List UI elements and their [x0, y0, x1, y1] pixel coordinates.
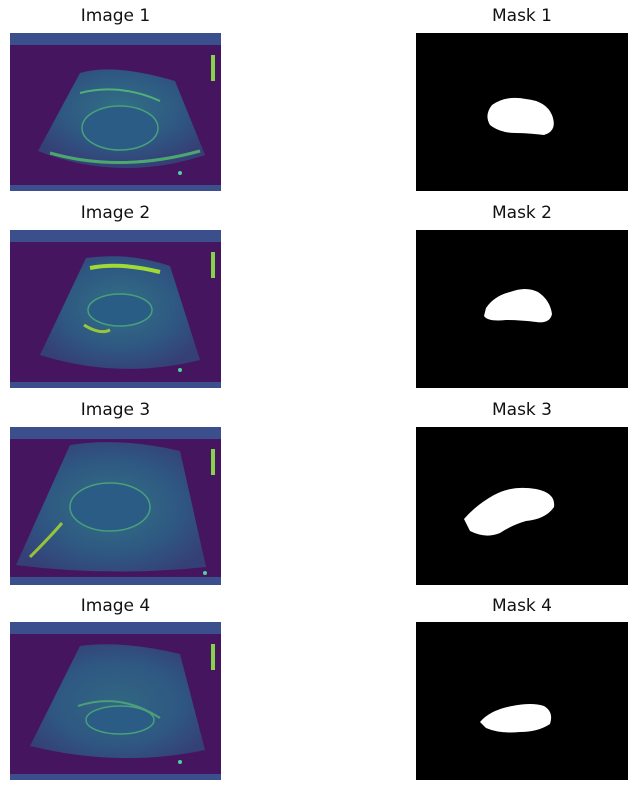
image-3-title: Image 3	[80, 400, 151, 420]
mask-image-3	[416, 427, 628, 585]
ultrasound-image-3	[10, 427, 221, 585]
mask-image-1	[416, 33, 628, 191]
ultrasound-image-1	[10, 33, 221, 191]
image-2-title: Image 2	[80, 203, 151, 223]
mask-1-title: Mask 1	[491, 6, 552, 26]
image-1-title: Image 1	[80, 6, 151, 26]
mask-image-2	[416, 230, 628, 388]
mask-3-title: Mask 3	[491, 400, 552, 420]
ultrasound-image-2	[10, 230, 221, 388]
mask-4-title: Mask 4	[491, 596, 552, 616]
mask-2-title: Mask 2	[491, 203, 552, 223]
image-4-title: Image 4	[80, 596, 151, 616]
ultrasound-image-4	[10, 622, 221, 780]
mask-image-4	[416, 622, 628, 780]
